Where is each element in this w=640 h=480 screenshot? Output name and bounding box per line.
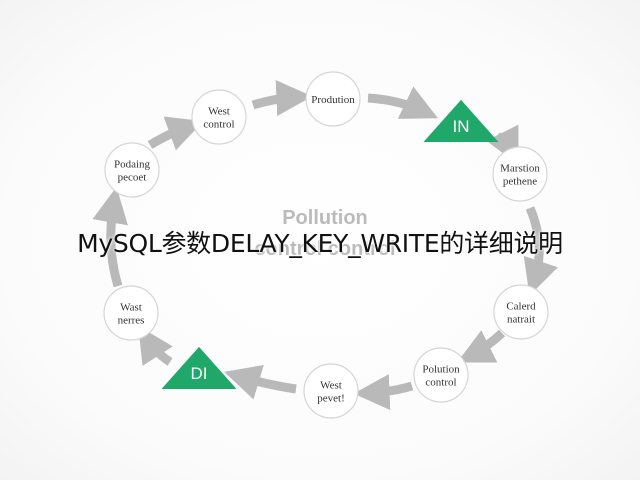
- arrows-layer: [92, 80, 558, 411]
- center-label-line-2: control control: [254, 238, 395, 260]
- node-label-line: West: [320, 380, 342, 392]
- circle-node-1: Prodution: [305, 71, 361, 127]
- flow-arrow-1: [367, 86, 438, 119]
- node-label-line: pevet!: [317, 393, 344, 405]
- node-label-line: control: [203, 119, 234, 131]
- overlay-title: MySQL参数DELAY_KEY_WRITE的详细说明: [77, 229, 563, 258]
- flow-arrow-9: [147, 116, 204, 151]
- nodes-layer: ProdutionINMarstionpetheneCalerdnatraitP…: [103, 71, 549, 419]
- node-label-line: pecoet: [118, 172, 147, 184]
- triangle-marker-icon: [423, 99, 499, 143]
- node-circle: [493, 284, 549, 340]
- node-label-line: West: [208, 106, 230, 118]
- node-label-line: pethene: [503, 176, 537, 188]
- node-circle: [303, 363, 359, 419]
- node-circle: [305, 71, 361, 127]
- node-label-line: Marstion: [500, 163, 540, 175]
- node-label-line: Prodution: [311, 94, 355, 106]
- flow-arrow-10: [251, 80, 313, 116]
- node-label-line: Polution: [422, 364, 460, 376]
- node-circle: [103, 285, 159, 341]
- node-circle: [104, 142, 160, 198]
- flow-arrow-6: [224, 364, 297, 400]
- flow-arrow-8: [92, 186, 128, 288]
- flow-arrow-4: [457, 329, 506, 363]
- node-label-line: nerres: [118, 315, 145, 327]
- node-label-line: Podaing: [114, 159, 151, 171]
- center-label: Pollution control control: [254, 207, 395, 260]
- triangle-node-label: IN: [453, 117, 470, 136]
- flow-arrow-3: [523, 206, 558, 296]
- flow-arrow-5: [353, 374, 414, 411]
- triangle-marker-icon: [161, 346, 237, 390]
- triangle-node-label: DI: [191, 364, 208, 383]
- center-label-line-1: Pollution: [282, 207, 368, 229]
- node-label-line: Wast: [120, 302, 142, 314]
- triangle-node-7: DI: [161, 346, 237, 390]
- triangle-node-2: IN: [423, 99, 499, 143]
- node-circle: [191, 89, 247, 145]
- node-label-line: natrait: [507, 314, 535, 326]
- node-circle: [492, 146, 548, 202]
- flow-arrow-7: [138, 325, 173, 366]
- node-label-line: control: [425, 377, 456, 389]
- node-circle: [413, 347, 469, 403]
- node-label-line: Calerd: [506, 301, 536, 313]
